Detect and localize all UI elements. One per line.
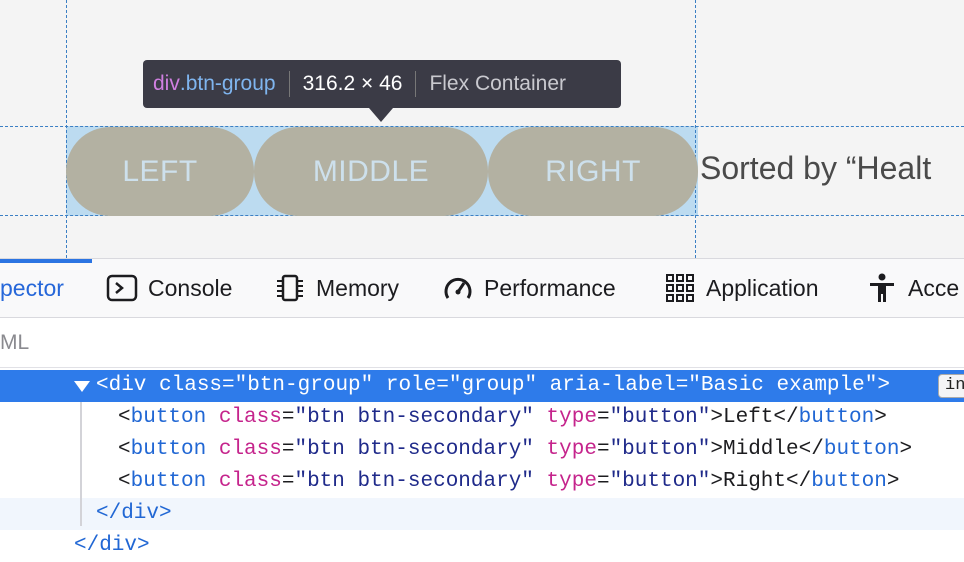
indent-guide <box>80 402 82 526</box>
collapse-twisty-icon[interactable] <box>74 381 90 392</box>
tree-row-close[interactable]: </div> <box>0 530 964 562</box>
page-viewport: LEFT MIDDLE RIGHT Sorted by “Healt div.b… <box>0 0 964 258</box>
memory-chip-icon <box>274 272 306 304</box>
tab-inspector[interactable]: pector <box>0 259 64 317</box>
breadcrumb: ML <box>0 318 964 368</box>
middle-button[interactable]: MIDDLE <box>254 127 488 216</box>
inline-badge[interactable]: in <box>938 374 964 398</box>
guide-line-top <box>0 126 964 127</box>
tab-label: Console <box>148 274 233 301</box>
active-tab-indicator <box>0 259 92 263</box>
right-button[interactable]: RIGHT <box>488 127 698 216</box>
tooltip-tag: div <box>153 72 180 95</box>
sorted-by-label: Sorted by “Healt <box>700 150 932 186</box>
tab-label: Acce <box>908 274 960 301</box>
console-icon <box>106 272 138 304</box>
accessibility-icon <box>866 272 898 304</box>
grid-icon <box>664 272 696 304</box>
tab-label: Application <box>706 274 819 301</box>
tab-label: Performance <box>484 274 616 301</box>
closing-tag: </div> <box>96 502 172 525</box>
guide-line-right <box>695 0 696 258</box>
tab-label: pector <box>0 274 64 301</box>
guide-line-bottom <box>0 215 964 216</box>
tree-row[interactable]: <button class="btn btn-secondary" type="… <box>118 406 887 429</box>
tree-row-close[interactable]: </div> <box>0 498 964 530</box>
breadcrumb-text: ML <box>0 331 30 354</box>
element-tooltip: div.btn-group 316.2 × 46 Flex Container <box>143 60 621 108</box>
button-group: LEFT MIDDLE RIGHT <box>66 127 698 216</box>
closing-tag: </div> <box>74 534 150 557</box>
tooltip-separator <box>288 71 290 97</box>
markup-tree: <div class="btn-group" role="group" aria… <box>0 368 964 562</box>
tooltip-kind: Flex Container <box>429 72 566 95</box>
devtools-tabbar: pector Console Memory Performance Applic… <box>0 258 964 318</box>
selected-node-row[interactable]: <div class="btn-group" role="group" aria… <box>0 370 964 402</box>
tree-row[interactable]: <button class="btn btn-secondary" type="… <box>118 470 900 493</box>
left-button[interactable]: LEFT <box>66 127 254 216</box>
guide-line-left <box>66 0 67 258</box>
tab-label: Memory <box>316 274 400 301</box>
tooltip-separator <box>415 71 417 97</box>
tab-application[interactable]: Application <box>664 259 819 317</box>
tab-memory[interactable]: Memory <box>274 259 399 317</box>
gauge-icon <box>442 272 474 304</box>
tooltip-size: 316.2 × 46 <box>302 72 403 95</box>
tooltip-class: .btn-group <box>179 72 276 95</box>
tab-accessibility[interactable]: Acce <box>866 259 959 317</box>
tree-row[interactable]: <button class="btn btn-secondary" type="… <box>118 438 913 461</box>
tooltip-arrow <box>369 108 393 122</box>
selected-node-markup: <div class="btn-group" role="group" aria… <box>96 374 890 397</box>
tab-console[interactable]: Console <box>106 259 232 317</box>
tab-performance[interactable]: Performance <box>442 259 616 317</box>
